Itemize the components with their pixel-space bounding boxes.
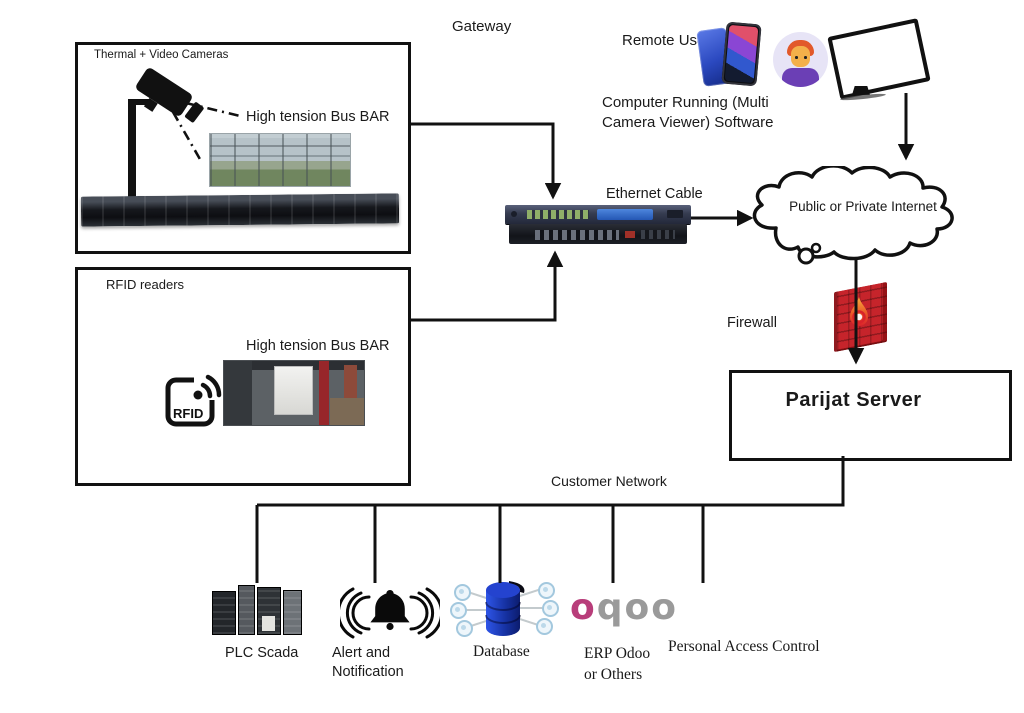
gateway-switch-device (505, 205, 691, 244)
cabinet-detail (224, 361, 252, 425)
alert-label-line1: Alert and (332, 645, 391, 661)
plc-module (212, 591, 236, 635)
switch-bottom-unit (509, 224, 687, 244)
erp-label-line2: or Others (584, 666, 643, 683)
rfid-icon-text: RFID (173, 406, 203, 421)
cloud-label: Public or Private Internet (789, 199, 937, 214)
internet-cloud-icon (752, 166, 954, 265)
camera-pole-arm (128, 99, 150, 105)
smartphone-icon (721, 21, 762, 87)
personal-access-control-label: Personal Access Control (668, 638, 820, 655)
ethernet-cable-label: Ethernet Cable (606, 186, 703, 202)
plc-slot (262, 616, 275, 631)
rfid-readers-box: RFID readers High tension Bus BAR RFID (75, 267, 411, 486)
db-node (450, 602, 467, 619)
avatar-eye (804, 56, 807, 59)
database-label: Database (473, 643, 530, 660)
plc-module (283, 590, 302, 635)
erp-label-line1: ERP Odoo (584, 645, 651, 662)
computer-note: Computer Running (Multi Camera Viewer) S… (602, 93, 792, 133)
erp-label: ERP Odoo or Others (584, 643, 674, 685)
db-cylinder (485, 581, 525, 636)
camera-to-gateway-line (408, 122, 562, 200)
plc-scada-icon (212, 585, 302, 635)
cctv-camera-icon (136, 68, 204, 123)
switch-ports (641, 230, 675, 239)
db-node (542, 600, 559, 617)
alert-label: Alert and Notification (332, 644, 442, 682)
substation-photo (209, 133, 351, 187)
db-node (454, 584, 471, 601)
plc-module (238, 585, 255, 635)
customer-network-label: Customer Network (551, 473, 667, 489)
camera-box-caption: High tension Bus BAR (246, 109, 390, 125)
switch-brand-badge (597, 209, 653, 220)
avatar-eye (795, 56, 798, 59)
rfid-to-gateway-line (408, 250, 564, 322)
switch-detail (511, 211, 517, 217)
switch-ports (535, 230, 619, 240)
switch-detail (667, 210, 683, 218)
monitor-stand (852, 86, 870, 95)
thermal-video-cameras-box: Thermal + Video Cameras High tension Bus… (75, 42, 411, 254)
phone-screen (724, 24, 759, 84)
cabinet-detail (344, 364, 357, 401)
remote-user-label: Remote User (622, 32, 711, 49)
plc-module (257, 587, 281, 635)
db-node (456, 620, 473, 637)
cabinet-detail (330, 398, 364, 425)
odoo-logo-rest: qoo (596, 587, 678, 628)
alert-bell-icon (340, 587, 440, 639)
switch-detail (625, 231, 635, 238)
monitor-icon (827, 18, 931, 100)
computer-note-line1: Computer Running (Multi (602, 94, 769, 111)
avatar-face (791, 46, 810, 67)
db-node (538, 582, 555, 599)
camera-pole (128, 99, 136, 201)
user-avatar (773, 32, 828, 87)
flame-icon (850, 297, 868, 326)
gateway-label: Gateway (452, 18, 512, 35)
firewall-label: Firewall (727, 315, 777, 331)
cabinet-detail (274, 366, 313, 416)
erp-odoo-logo: oqoo (570, 590, 678, 626)
odoo-logo-first-letter: o (570, 587, 597, 628)
db-link (464, 609, 486, 611)
server-label: Parijat Server (785, 389, 922, 411)
electrical-cabinet-photo (223, 360, 365, 426)
cabinet-detail (319, 361, 329, 425)
plc-scada-label: PLC Scada (225, 645, 299, 661)
rfid-icon: RFID (165, 374, 224, 427)
switch-ports (527, 210, 589, 219)
cabinet-detail (252, 361, 364, 370)
database-icon (450, 578, 559, 640)
rfid-box-caption: High tension Bus BAR (246, 338, 390, 354)
switch-top-unit (505, 205, 691, 224)
avatar-shirt (782, 68, 819, 87)
parijat-server-box: Parijat Server (729, 370, 1012, 461)
rfid-box-title: RFID readers (106, 277, 185, 292)
db-node (536, 618, 553, 635)
alert-label-line2: Notification (332, 664, 404, 680)
db-link (520, 607, 542, 609)
busbar-panel-photo (80, 193, 400, 227)
computer-note-line2: Camera Viewer) Software (602, 114, 774, 131)
camera-box-title: Thermal + Video Cameras (94, 49, 229, 61)
